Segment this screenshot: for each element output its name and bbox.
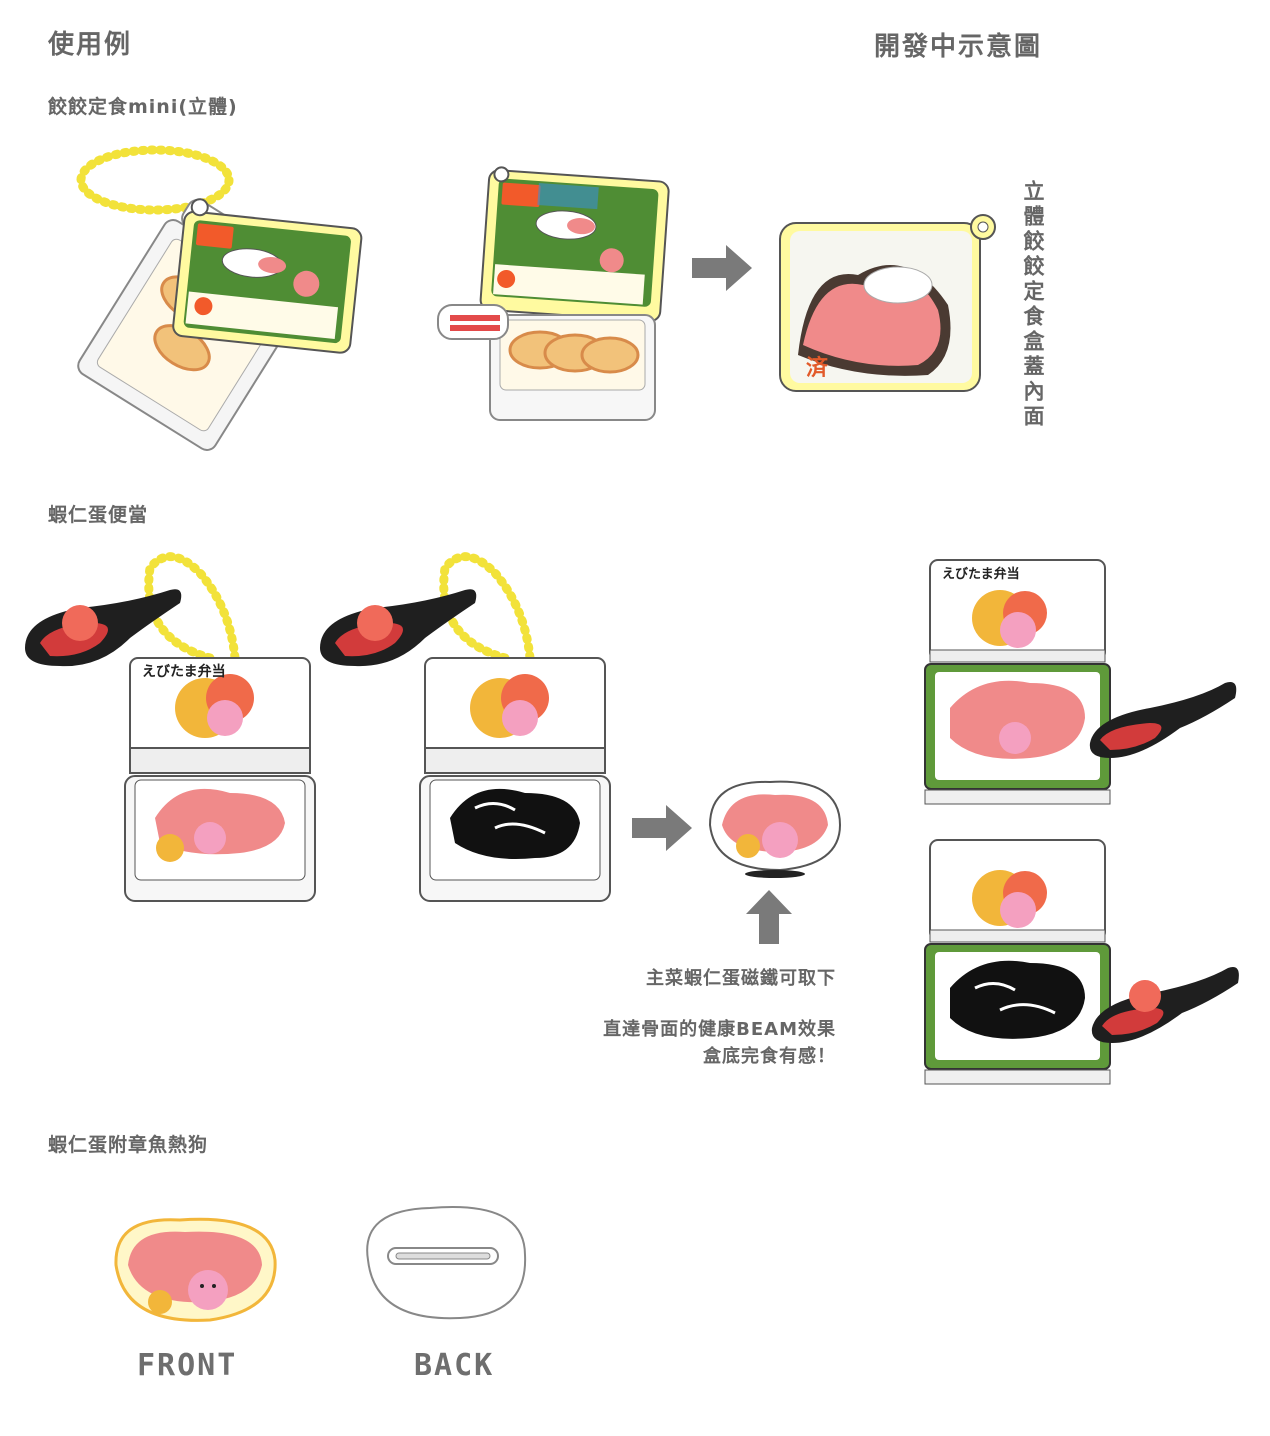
gyoza-box-keychain-lid-up [437, 166, 670, 421]
gyoza-lid-inner: 済 [779, 214, 996, 392]
arrow-right-icon-2 [632, 805, 692, 851]
front-label: FRONT [137, 1348, 238, 1383]
lid-stamp-text: 済 [806, 355, 829, 381]
section-pin-title: 蝦仁蛋附章魚熱狗 [48, 1134, 209, 1156]
back-label: BACK [414, 1348, 495, 1383]
arrow-up-icon [746, 890, 792, 944]
lid-inner-caption: 立體餃餃定食盒蓋內面 [1021, 180, 1045, 430]
pin-back [366, 1206, 527, 1320]
usage-example-title: 使用例 [48, 30, 133, 60]
pin-front [114, 1217, 277, 1322]
gyoza-box-keychain-open [76, 145, 363, 451]
magnet-note: 主菜蝦仁蛋磁鐵可取下 [646, 968, 836, 989]
bento-preview-green: えびたま弁当 [924, 559, 1237, 805]
bento-title-text: えびたま弁当 [142, 663, 226, 680]
bento-keychain-silhouette [320, 552, 611, 902]
section-gyoza-title: 餃餃定食mini(立體) [48, 96, 238, 118]
bento-keychain-front: えびたま弁当 [25, 552, 316, 902]
arrow-right-icon [692, 245, 752, 291]
bento-preview-silhouette [924, 839, 1239, 1085]
beam-note-line2: 盒底完食有感！ [703, 1046, 836, 1067]
beam-note-line1: 直達骨面的健康BEAM效果 [603, 1019, 836, 1040]
dev-preview-title: 開發中示意圖 [874, 32, 1043, 62]
preview-bento-title: えびたま弁当 [942, 566, 1020, 582]
section-bento-title: 蝦仁蛋便當 [48, 504, 149, 526]
shrimp-egg-magnet [708, 780, 842, 878]
